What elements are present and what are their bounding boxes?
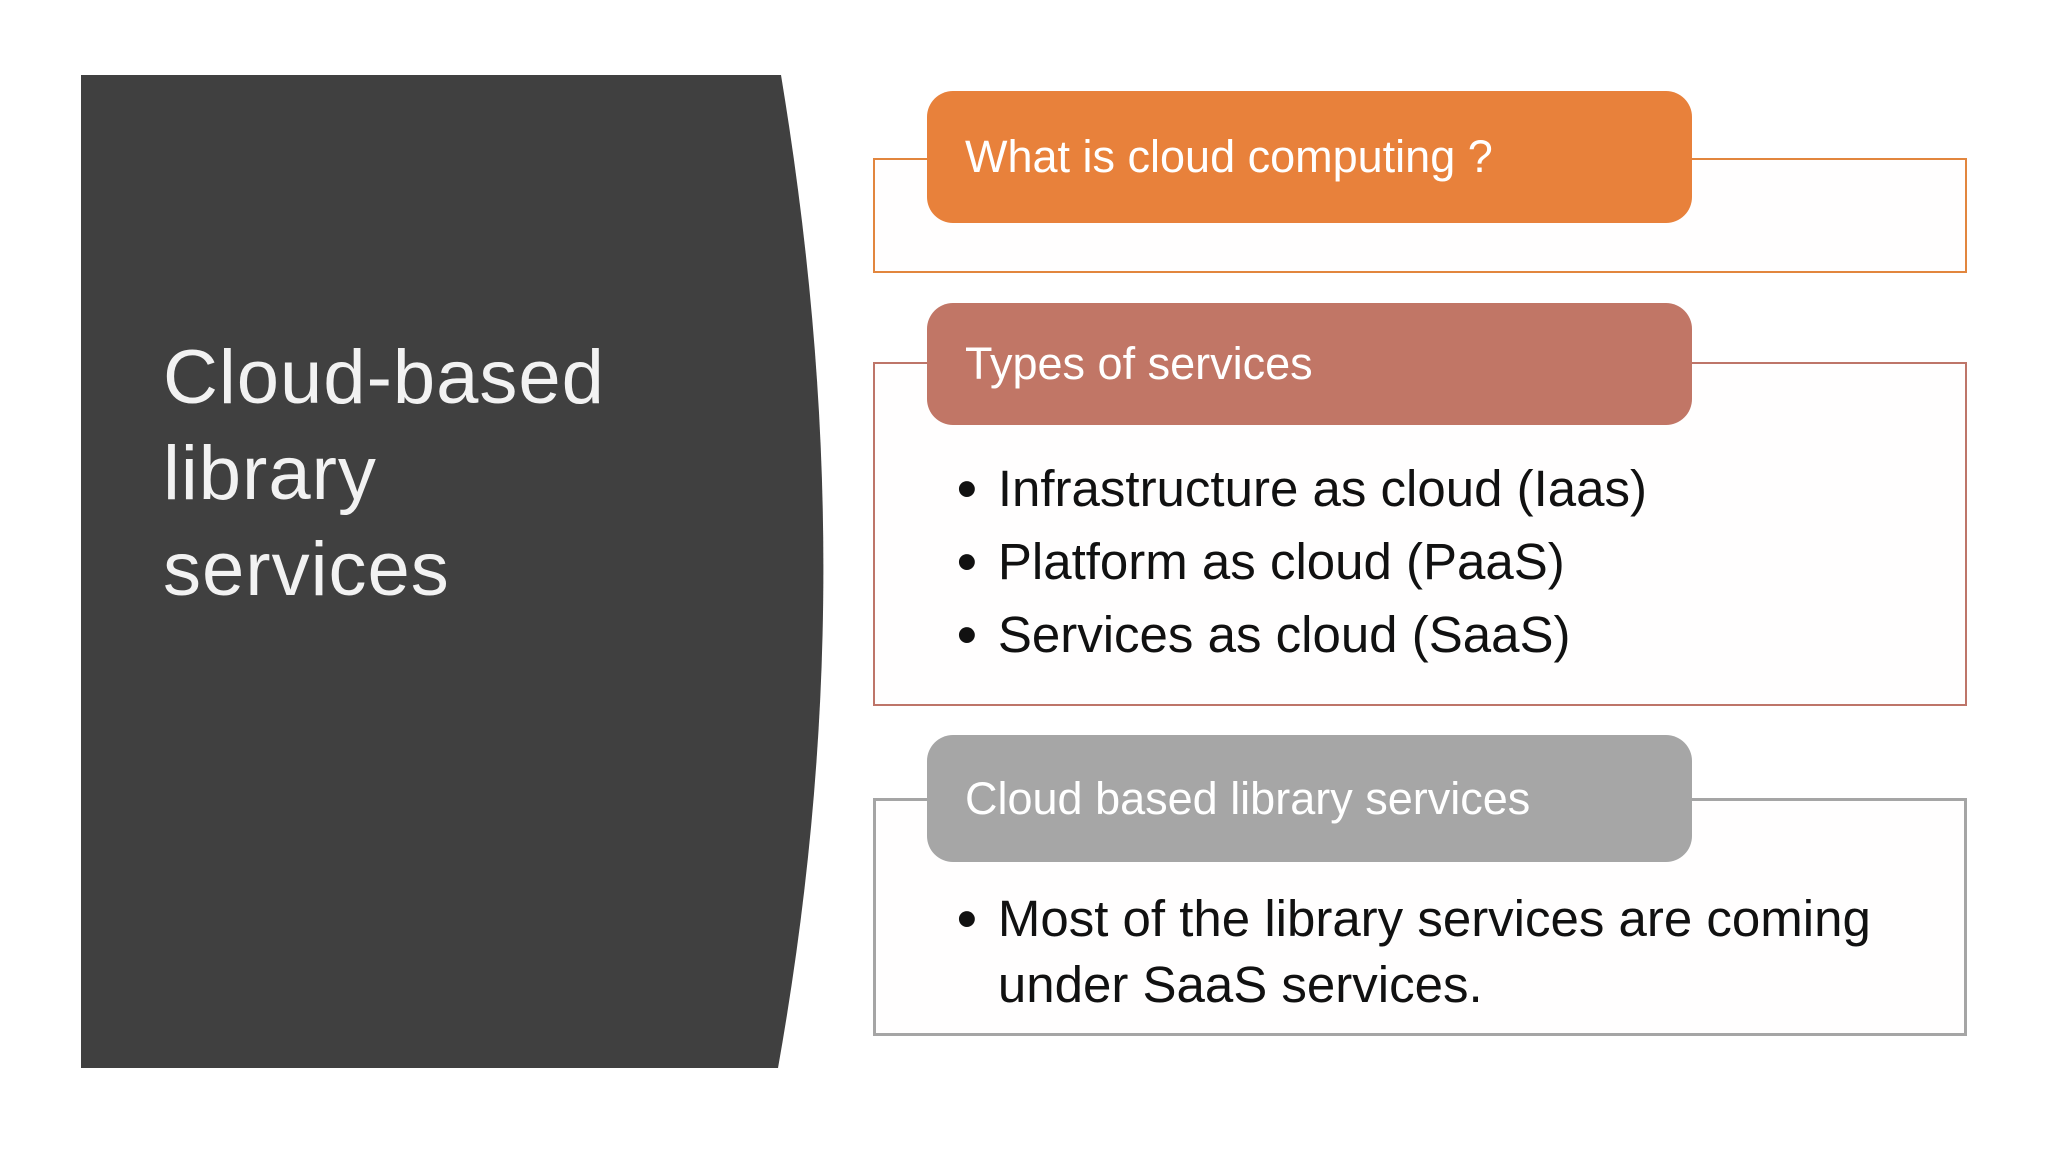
bullet-list-cloud-based-library-services: • Most of the library services are comin… [957,886,1918,1018]
section-header-label: Cloud based library services [965,772,1531,824]
bullet-text: Most of the library services are coming … [997,890,1871,1013]
bullet-list-types-of-services: • Infrastructure as cloud (Iaas) • Platf… [957,452,1948,671]
list-item: • Infrastructure as cloud (Iaas) [957,452,1948,525]
bullet-text: Infrastructure as cloud (Iaas) [997,460,1647,517]
list-item: • Services as cloud (SaaS) [957,598,1948,671]
section-header-label: What is cloud computing ? [965,131,1493,182]
section-header-cloud-based-library-services: Cloud based library services [927,735,1692,862]
slide-title: Cloud-based library services [163,335,605,612]
section-header-types-of-services: Types of services [927,303,1692,425]
bullet-icon: • [956,885,978,952]
bullet-icon: • [956,455,978,522]
bullet-text: Services as cloud (SaaS) [997,606,1571,663]
bullet-icon: • [956,601,978,668]
bullet-icon: • [956,528,978,595]
section-header-what-is-cloud-computing: What is cloud computing ? [927,91,1692,223]
list-item: • Platform as cloud (PaaS) [957,525,1948,598]
section-header-label: Types of services [965,338,1313,389]
list-item: • Most of the library services are comin… [957,886,1918,1018]
bullet-text: Platform as cloud (PaaS) [997,533,1565,590]
